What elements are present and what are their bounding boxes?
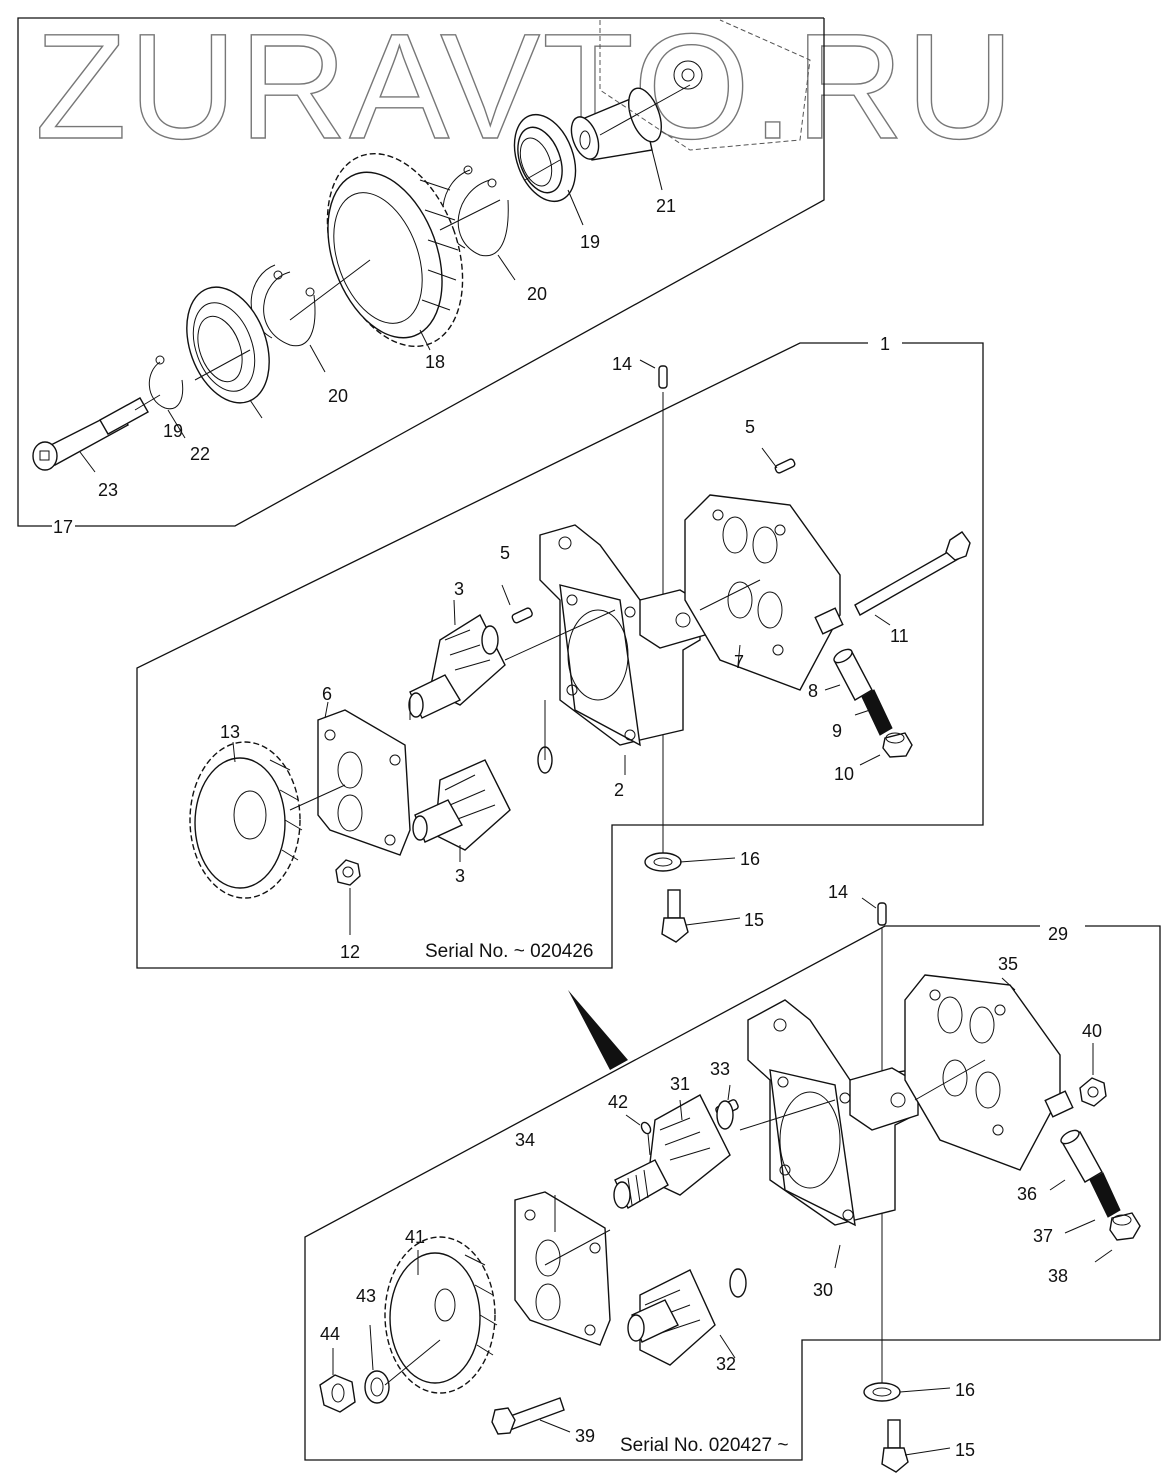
label-43: 43 xyxy=(356,1286,376,1306)
label-23: 23 xyxy=(98,480,118,500)
part-16-lock-washer-lower xyxy=(863,1382,901,1402)
part-5-pin-cover xyxy=(774,458,796,474)
leaders-group-1 xyxy=(232,359,891,935)
part-3-gear-lower xyxy=(412,746,553,851)
part-16-lock-washer-upper xyxy=(644,852,682,872)
part-5-pin-body xyxy=(511,607,533,624)
part-15-bolt-upper xyxy=(661,889,689,943)
part-3-gear-upper xyxy=(408,613,506,719)
part-41-drive-gear xyxy=(384,1236,498,1394)
part-34-side-plate xyxy=(514,1191,611,1346)
part-2-pump-body xyxy=(539,524,706,747)
part-12-nut xyxy=(335,859,361,886)
label-21: 21 xyxy=(656,196,676,216)
label-15: 15 xyxy=(955,1440,975,1460)
part-37-spring xyxy=(1089,1172,1121,1218)
label-31: 31 xyxy=(670,1074,690,1094)
label-35: 35 xyxy=(998,954,1018,974)
frame-group-17 xyxy=(17,17,825,527)
part-18-helical-gear xyxy=(326,152,464,348)
label-20: 20 xyxy=(527,284,547,304)
label-44: 44 xyxy=(320,1324,340,1344)
label-36: 36 xyxy=(1017,1184,1037,1204)
serial-note-early: Serial No. ~ 020426 xyxy=(425,941,593,962)
label-37: 37 xyxy=(1033,1226,1053,1246)
part-7-pump-cover xyxy=(684,494,844,691)
label-33: 33 xyxy=(710,1059,730,1079)
label-41: 41 xyxy=(405,1227,425,1247)
label-39: 39 xyxy=(575,1426,595,1446)
part-19-bearing-lower xyxy=(186,286,270,404)
part-36-relief-valve xyxy=(1060,1129,1103,1183)
part-35-pump-cover xyxy=(904,974,1074,1171)
part-39-bolt xyxy=(491,1397,565,1435)
label-6: 6 xyxy=(322,684,332,704)
leaders-group-29 xyxy=(332,897,1113,1456)
leaders-group-17 xyxy=(79,84,691,473)
label-3: 3 xyxy=(454,579,464,599)
serial-note-late: Serial No. 020427 ~ xyxy=(620,1435,788,1456)
label-18: 18 xyxy=(425,352,445,372)
label-42: 42 xyxy=(608,1092,628,1112)
part-11-long-bolt xyxy=(854,531,971,616)
part-21-sleeve xyxy=(570,87,662,161)
part-44-nut xyxy=(319,1374,356,1413)
label-32: 32 xyxy=(716,1354,736,1374)
label-5: 5 xyxy=(500,543,510,563)
label-3: 3 xyxy=(455,866,465,886)
label-22: 22 xyxy=(190,444,210,464)
label-30: 30 xyxy=(813,1280,833,1300)
label-12: 12 xyxy=(340,942,360,962)
label-2: 2 xyxy=(614,780,624,800)
part-8-relief-valve xyxy=(833,648,873,701)
label-11: 11 xyxy=(890,626,909,646)
part-10-plug xyxy=(882,732,913,758)
part-23-cap-screw xyxy=(32,397,149,471)
part-42-key xyxy=(640,1121,652,1156)
label-16: 16 xyxy=(955,1380,975,1400)
label-5: 5 xyxy=(745,417,755,437)
frame-group-29 xyxy=(304,925,1161,1461)
label-40: 40 xyxy=(1082,1021,1102,1041)
label-34: 34 xyxy=(515,1130,535,1150)
direction-arrow-icon xyxy=(568,990,628,1070)
part-22-snap-ring xyxy=(148,355,184,410)
part-9-spring xyxy=(861,689,893,736)
label-29: 29 xyxy=(1048,924,1068,944)
label-16: 16 xyxy=(740,849,760,869)
frame-group-1 xyxy=(136,342,984,969)
part-38-plug xyxy=(1109,1212,1141,1241)
label-1: 1 xyxy=(880,334,890,354)
part-43-washer xyxy=(364,1370,390,1404)
part-6-side-plate xyxy=(317,709,411,856)
part-31-drive-gear-shaft xyxy=(613,1094,734,1209)
part-19-bearing-upper xyxy=(513,113,577,203)
label-14: 14 xyxy=(828,882,848,902)
label-15: 15 xyxy=(744,910,764,930)
label-14: 14 xyxy=(612,354,632,374)
label-9: 9 xyxy=(832,721,842,741)
part-15-bolt-lower xyxy=(881,1419,909,1473)
part-labels: 1 2 3 3 5 5 6 7 8 9 10 11 12 13 14 14 15… xyxy=(53,196,1102,1460)
label-8: 8 xyxy=(808,681,818,701)
housing-outline xyxy=(599,19,811,151)
part-32-driven-gear xyxy=(627,1268,747,1366)
label-19: 19 xyxy=(163,421,183,441)
label-7: 7 xyxy=(734,652,744,672)
label-19: 19 xyxy=(580,232,600,252)
part-13-drive-gear xyxy=(189,741,303,899)
label-20: 20 xyxy=(328,386,348,406)
label-38: 38 xyxy=(1048,1266,1068,1286)
label-17: 17 xyxy=(53,517,73,537)
label-13: 13 xyxy=(220,722,240,742)
part-30-pump-body xyxy=(747,999,919,1227)
part-40-nut xyxy=(1079,1077,1107,1107)
label-10: 10 xyxy=(834,764,854,784)
